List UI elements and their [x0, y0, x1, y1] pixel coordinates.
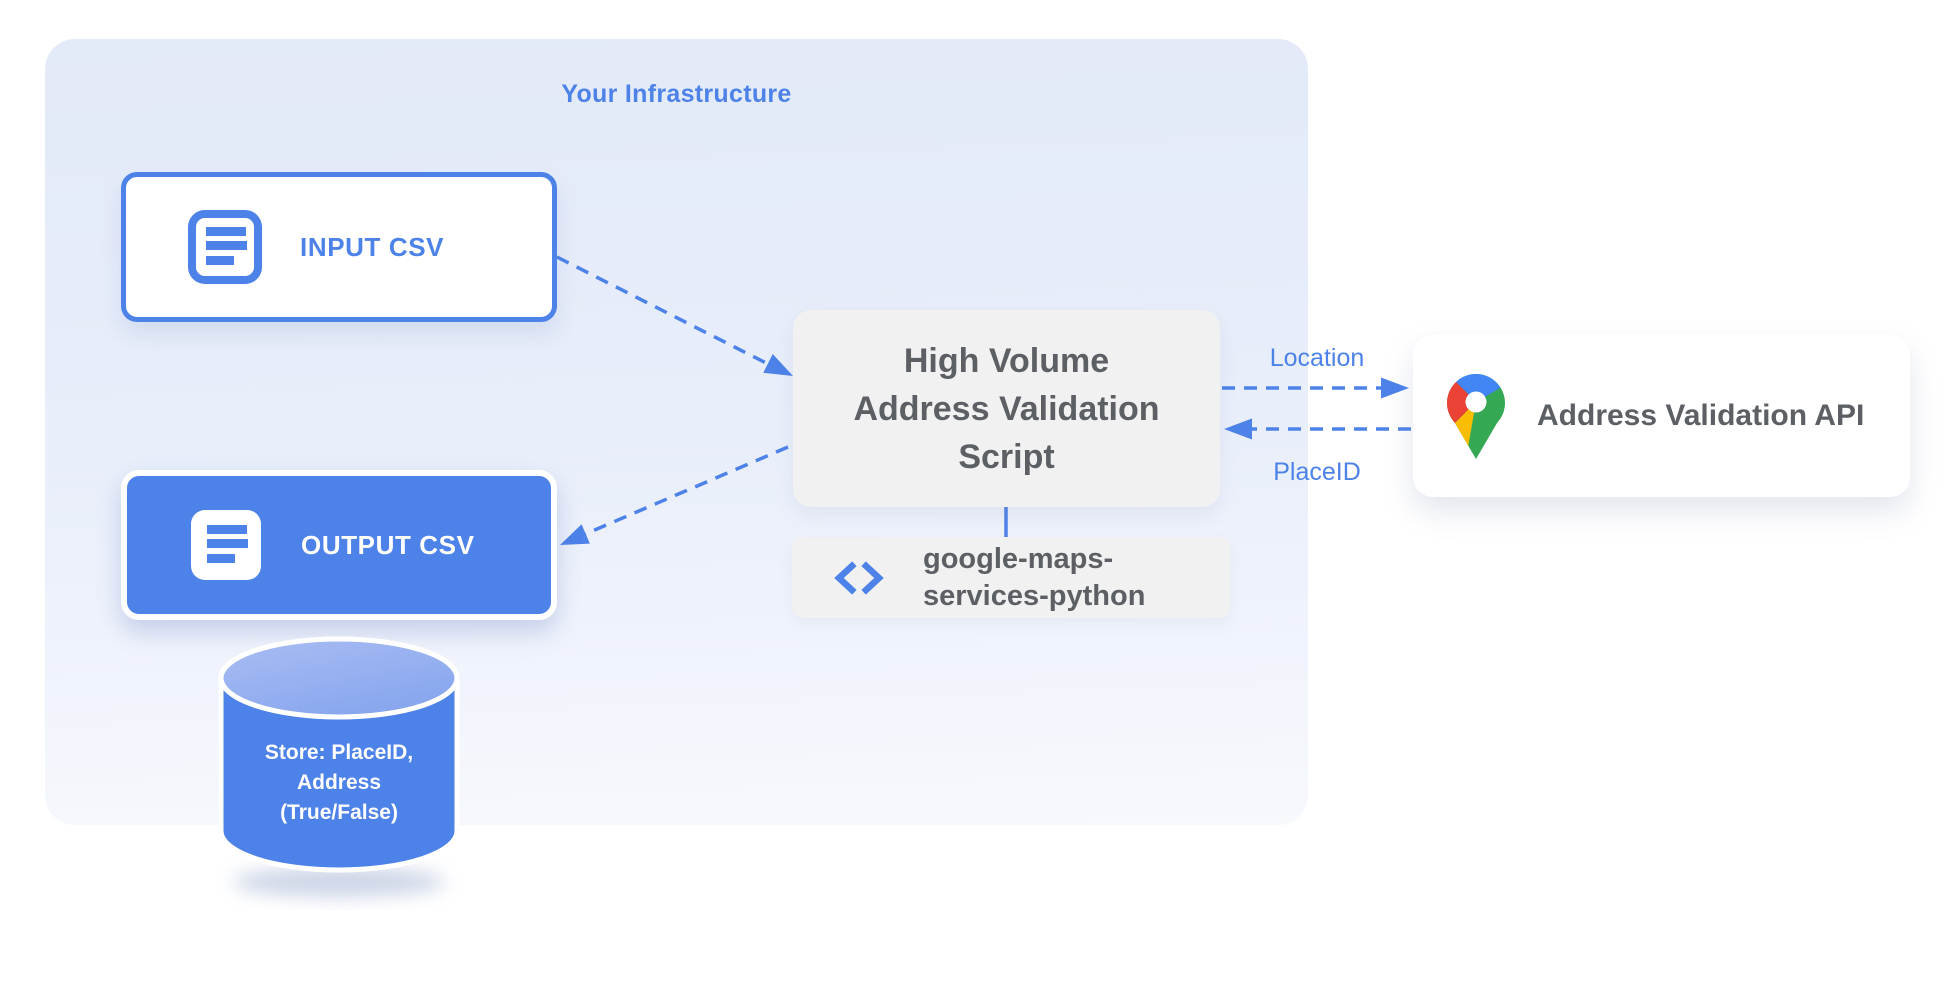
input-csv-label: INPUT CSV [300, 231, 445, 262]
api-label: Address Validation API [1537, 399, 1865, 432]
script-label-line1: High Volume [903, 341, 1110, 380]
library-node: google-maps- services-python [792, 537, 1230, 618]
document-icon [191, 510, 261, 580]
datastore-label: Store: PlaceID, Address (True/False) [264, 741, 414, 824]
datastore-node: Store: PlaceID, Address (True/False) [213, 630, 465, 910]
library-label: google-maps- services-python [923, 542, 1146, 612]
output-csv-label: OUTPUT CSV [301, 529, 475, 560]
api-node: Address Validation API [1413, 335, 1910, 497]
location-edge-label: Location [1269, 344, 1365, 372]
script-node: High Volume Address Validation Script [793, 310, 1220, 507]
infrastructure-title: Your Infrastructure [561, 80, 792, 108]
output-csv-node: OUTPUT CSV [121, 470, 557, 620]
script-label-line2: Address Validation [853, 389, 1160, 428]
input-csv-node: INPUT CSV [121, 172, 557, 322]
google-maps-pin-icon [1447, 373, 1505, 459]
document-icon [188, 210, 262, 284]
code-icon [834, 560, 884, 595]
script-label-line3: Script [958, 437, 1055, 476]
database-cylinder [218, 636, 460, 897]
placeid-edge-label: PlaceID [1273, 458, 1361, 486]
